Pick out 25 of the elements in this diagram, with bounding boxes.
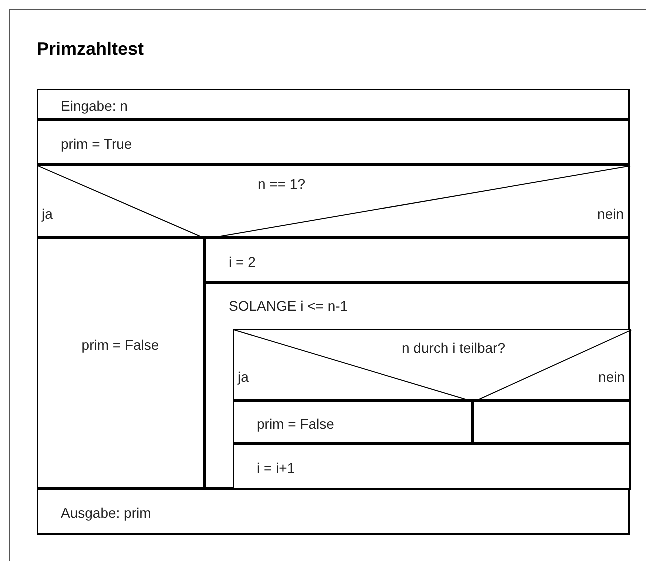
statement-text: prim = True bbox=[61, 136, 132, 152]
statement-block bbox=[233, 401, 473, 444]
branch-label: nein bbox=[598, 206, 624, 222]
branch-label: ja bbox=[42, 206, 53, 222]
condition-text: n == 1? bbox=[258, 176, 306, 192]
statement-text: i = 2 bbox=[229, 254, 256, 270]
statement-text: Eingabe: n bbox=[61, 98, 128, 114]
branch-label: nein bbox=[598, 369, 625, 385]
statement-text: prim = False bbox=[257, 416, 334, 432]
loop-block bbox=[205, 283, 630, 489]
decision-block bbox=[37, 165, 630, 238]
statement-text: i = i+1 bbox=[257, 460, 296, 476]
statement-block bbox=[37, 89, 630, 120]
statement-block bbox=[205, 238, 630, 283]
diagram-title: Primzahltest bbox=[37, 38, 144, 61]
decision-block bbox=[233, 329, 631, 401]
statement-block bbox=[37, 489, 630, 535]
branch-label: ja bbox=[238, 369, 249, 385]
statement-text: prim = False bbox=[80, 336, 160, 352]
condition-text: n durch i teilbar? bbox=[402, 340, 506, 356]
statement-text: Ausgabe: prim bbox=[61, 505, 152, 521]
statement-block bbox=[37, 120, 630, 165]
statement-block bbox=[37, 238, 205, 489]
statement-block bbox=[233, 444, 631, 490]
loop-condition: SOLANGE i <= n-1 bbox=[229, 298, 348, 314]
